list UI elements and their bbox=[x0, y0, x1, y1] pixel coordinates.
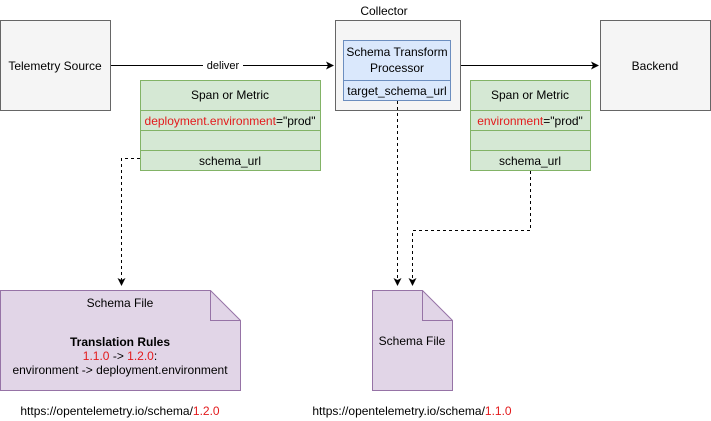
span-right[interactable]: Span or Metric environment="prod" schema… bbox=[470, 80, 591, 171]
deliver-edge: deliver bbox=[111, 58, 334, 72]
backend-node[interactable]: Backend bbox=[600, 20, 711, 111]
processor-label-line1: Schema Transform bbox=[346, 45, 447, 59]
schema-url-right-base: https://opentelemetry.io/schema/ bbox=[312, 404, 485, 418]
schema-file-left-title: Schema File bbox=[87, 296, 154, 310]
span-right-schema-url: schema_url bbox=[499, 154, 561, 168]
span-left-schema-url: schema_url bbox=[199, 154, 261, 168]
schema-url-right-version: 1.1.0 bbox=[485, 404, 512, 418]
backend-label: Backend bbox=[632, 59, 679, 73]
processor-label-line2: Processor bbox=[370, 61, 424, 75]
schema-file-right[interactable]: Schema File bbox=[372, 290, 453, 391]
telemetry-source-label: Telemetry Source bbox=[8, 59, 102, 73]
from-version: 1.1.0 bbox=[83, 349, 110, 363]
processor-target-schema-url: target_schema_url bbox=[347, 84, 446, 98]
left-schema-url-connector bbox=[117, 158, 140, 286]
telemetry-source-node[interactable]: Telemetry Source bbox=[0, 20, 111, 111]
schema-url-right[interactable]: https://opentelemetry.io/schema/1.1.0 bbox=[312, 404, 512, 418]
schema-url-left-version: 1.2.0 bbox=[193, 404, 220, 418]
span-right-attr-key: environment bbox=[477, 114, 544, 128]
span-left-attr-key: deployment.environment bbox=[145, 114, 277, 128]
schema-url-left[interactable]: https://opentelemetry.io/schema/1.2.0 bbox=[20, 404, 220, 418]
translation-rule: environment -> deployment.environment bbox=[12, 363, 228, 377]
schema-file-left[interactable]: Schema File Translation Rules 1.1.0 -> 1… bbox=[0, 290, 241, 391]
span-left-attr-value: ="prod" bbox=[276, 114, 316, 128]
collector-title: Collector bbox=[360, 4, 407, 18]
schema-url-left-base: https://opentelemetry.io/schema/ bbox=[20, 404, 193, 418]
version-colon: : bbox=[154, 349, 157, 363]
right-schema-url-connector bbox=[408, 171, 531, 286]
span-left[interactable]: Span or Metric deployment.environment="p… bbox=[140, 80, 321, 171]
version-arrow: -> bbox=[109, 349, 127, 363]
span-left-attribute: deployment.environment="prod" bbox=[145, 114, 316, 128]
span-left-title: Span or Metric bbox=[191, 88, 269, 102]
translation-version-line: 1.1.0 -> 1.2.0: bbox=[83, 349, 157, 363]
translation-rules-heading: Translation Rules bbox=[70, 335, 170, 349]
schema-transform-processor[interactable]: Schema Transform Processor target_schema… bbox=[343, 40, 451, 101]
span-right-attribute: environment="prod" bbox=[477, 114, 583, 128]
span-right-title: Span or Metric bbox=[491, 88, 569, 102]
span-right-attr-value: ="prod" bbox=[543, 114, 583, 128]
to-version: 1.2.0 bbox=[127, 349, 154, 363]
schema-file-right-title: Schema File bbox=[379, 334, 446, 348]
deliver-label: deliver bbox=[207, 60, 240, 72]
